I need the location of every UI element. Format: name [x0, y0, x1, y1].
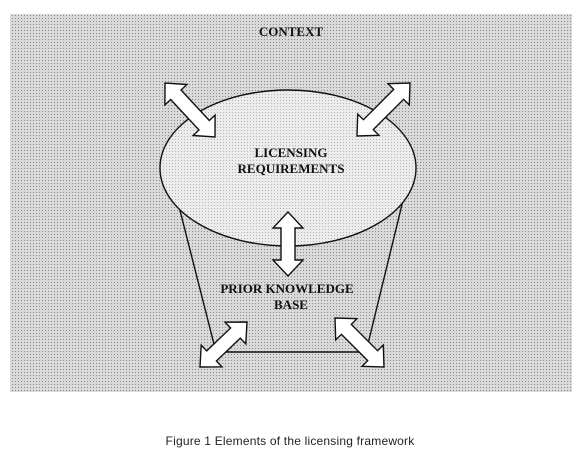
licensing-label-line1: LICENSING	[255, 145, 328, 160]
figure-caption: Figure 1 Elements of the licensing frame…	[165, 434, 415, 448]
center-vertical-double-arrow	[271, 210, 305, 278]
top-left-double-arrow	[164, 82, 216, 138]
top-right-double-arrow	[356, 82, 411, 137]
licensing-label-line2: REQUIREMENTS	[238, 161, 345, 176]
bottom-right-double-arrow	[334, 317, 385, 368]
context-label: CONTEXT	[259, 24, 324, 39]
base-label-line1: PRIOR KNOWLEDGE	[220, 281, 353, 296]
bottom-left-double-arrow	[199, 321, 248, 368]
base-label-line2: BASE	[274, 297, 308, 312]
knowledge-base-trapezoid	[172, 179, 409, 353]
